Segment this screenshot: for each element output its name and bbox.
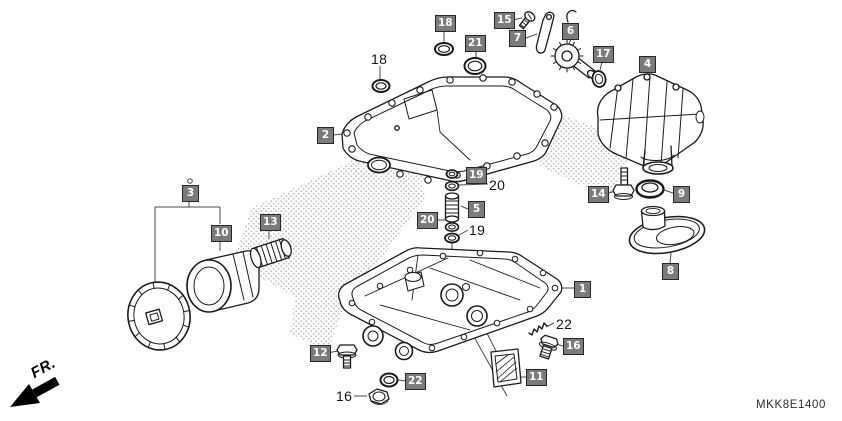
part-callout-13-boxed: 13: [260, 214, 281, 231]
fr-arrow: [10, 376, 60, 407]
o-ring-18-top-drawing: [434, 42, 454, 56]
o-ring-22-drawing: [379, 372, 399, 388]
part-callout-5-boxed: 5: [468, 201, 485, 218]
washer-17-drawing: [591, 70, 607, 88]
o-ring-21-drawing: [463, 57, 487, 75]
oil-filter-cartridge-10-drawing: [186, 250, 260, 313]
bolt-12-drawing: [336, 344, 358, 369]
part-callout-22-plain: 22: [556, 316, 573, 332]
filter-joint-13-drawing: [249, 237, 292, 269]
oil-filter-cap-drawing: [127, 281, 191, 351]
relief-valve-stack-drawing: [444, 169, 460, 244]
part-callout-1-boxed: 1: [574, 281, 591, 298]
part-callout-3-boxed: 3: [182, 185, 199, 202]
oil-strainer-8-drawing: [628, 205, 706, 255]
part-callout-6-boxed: 6: [562, 23, 579, 40]
part-callout-15-boxed: 15: [494, 12, 515, 29]
o-ring-18-left-drawing: [371, 79, 391, 93]
screw-15-drawing: [518, 11, 536, 30]
diagram-code: MKK8E1400: [756, 399, 826, 411]
part-callout-21-boxed: 21: [465, 35, 486, 52]
part-callout-20-plain: 20: [489, 177, 506, 193]
part-callout-11-boxed: 11: [526, 369, 547, 386]
part-callout-16-boxed: 16: [563, 338, 584, 355]
part-callout-16-plain: 16: [336, 388, 353, 404]
part-callout-18-boxed: 18: [435, 15, 456, 32]
part-callout-14-boxed: 14: [588, 186, 609, 203]
seal-9-drawing: [635, 179, 665, 199]
part-callout-19-boxed: 19: [466, 167, 487, 184]
part-callout-12-boxed: 12: [310, 345, 331, 362]
part-callout-4-boxed: 4: [639, 56, 656, 73]
part-callout-8-boxed: 8: [662, 263, 679, 280]
part-callout-10-boxed: 10: [211, 225, 232, 242]
part-callout-22-boxed: 22: [405, 373, 426, 390]
part-callout-20-boxed: 20: [417, 212, 438, 229]
clip-pin-drawing: [566, 9, 577, 23]
oil-pump-gear-6-drawing: [550, 39, 598, 80]
stipple-shading: [232, 110, 640, 350]
oil-pump-assembly-4-drawing: [596, 73, 705, 175]
bolt-14-drawing: [612, 167, 635, 200]
part-callout-17-boxed: 17: [593, 46, 614, 63]
plate-11-drawing: [490, 348, 522, 388]
part-callout-7-boxed: 7: [509, 30, 526, 47]
drain-bolt-16-drawing: [368, 388, 390, 405]
part-callout-19-plain: 19: [469, 222, 486, 238]
shaft-stopper-7-drawing: [535, 11, 555, 54]
bolt-16-drawing: [538, 334, 559, 360]
oil-pan-1-drawing: [337, 247, 563, 361]
spring-22-drawing: [528, 322, 548, 336]
part-callout-18-plain: 18: [371, 51, 388, 67]
part-callout-2-boxed: 2: [317, 127, 334, 144]
part-callout-9-boxed: 9: [673, 186, 690, 203]
